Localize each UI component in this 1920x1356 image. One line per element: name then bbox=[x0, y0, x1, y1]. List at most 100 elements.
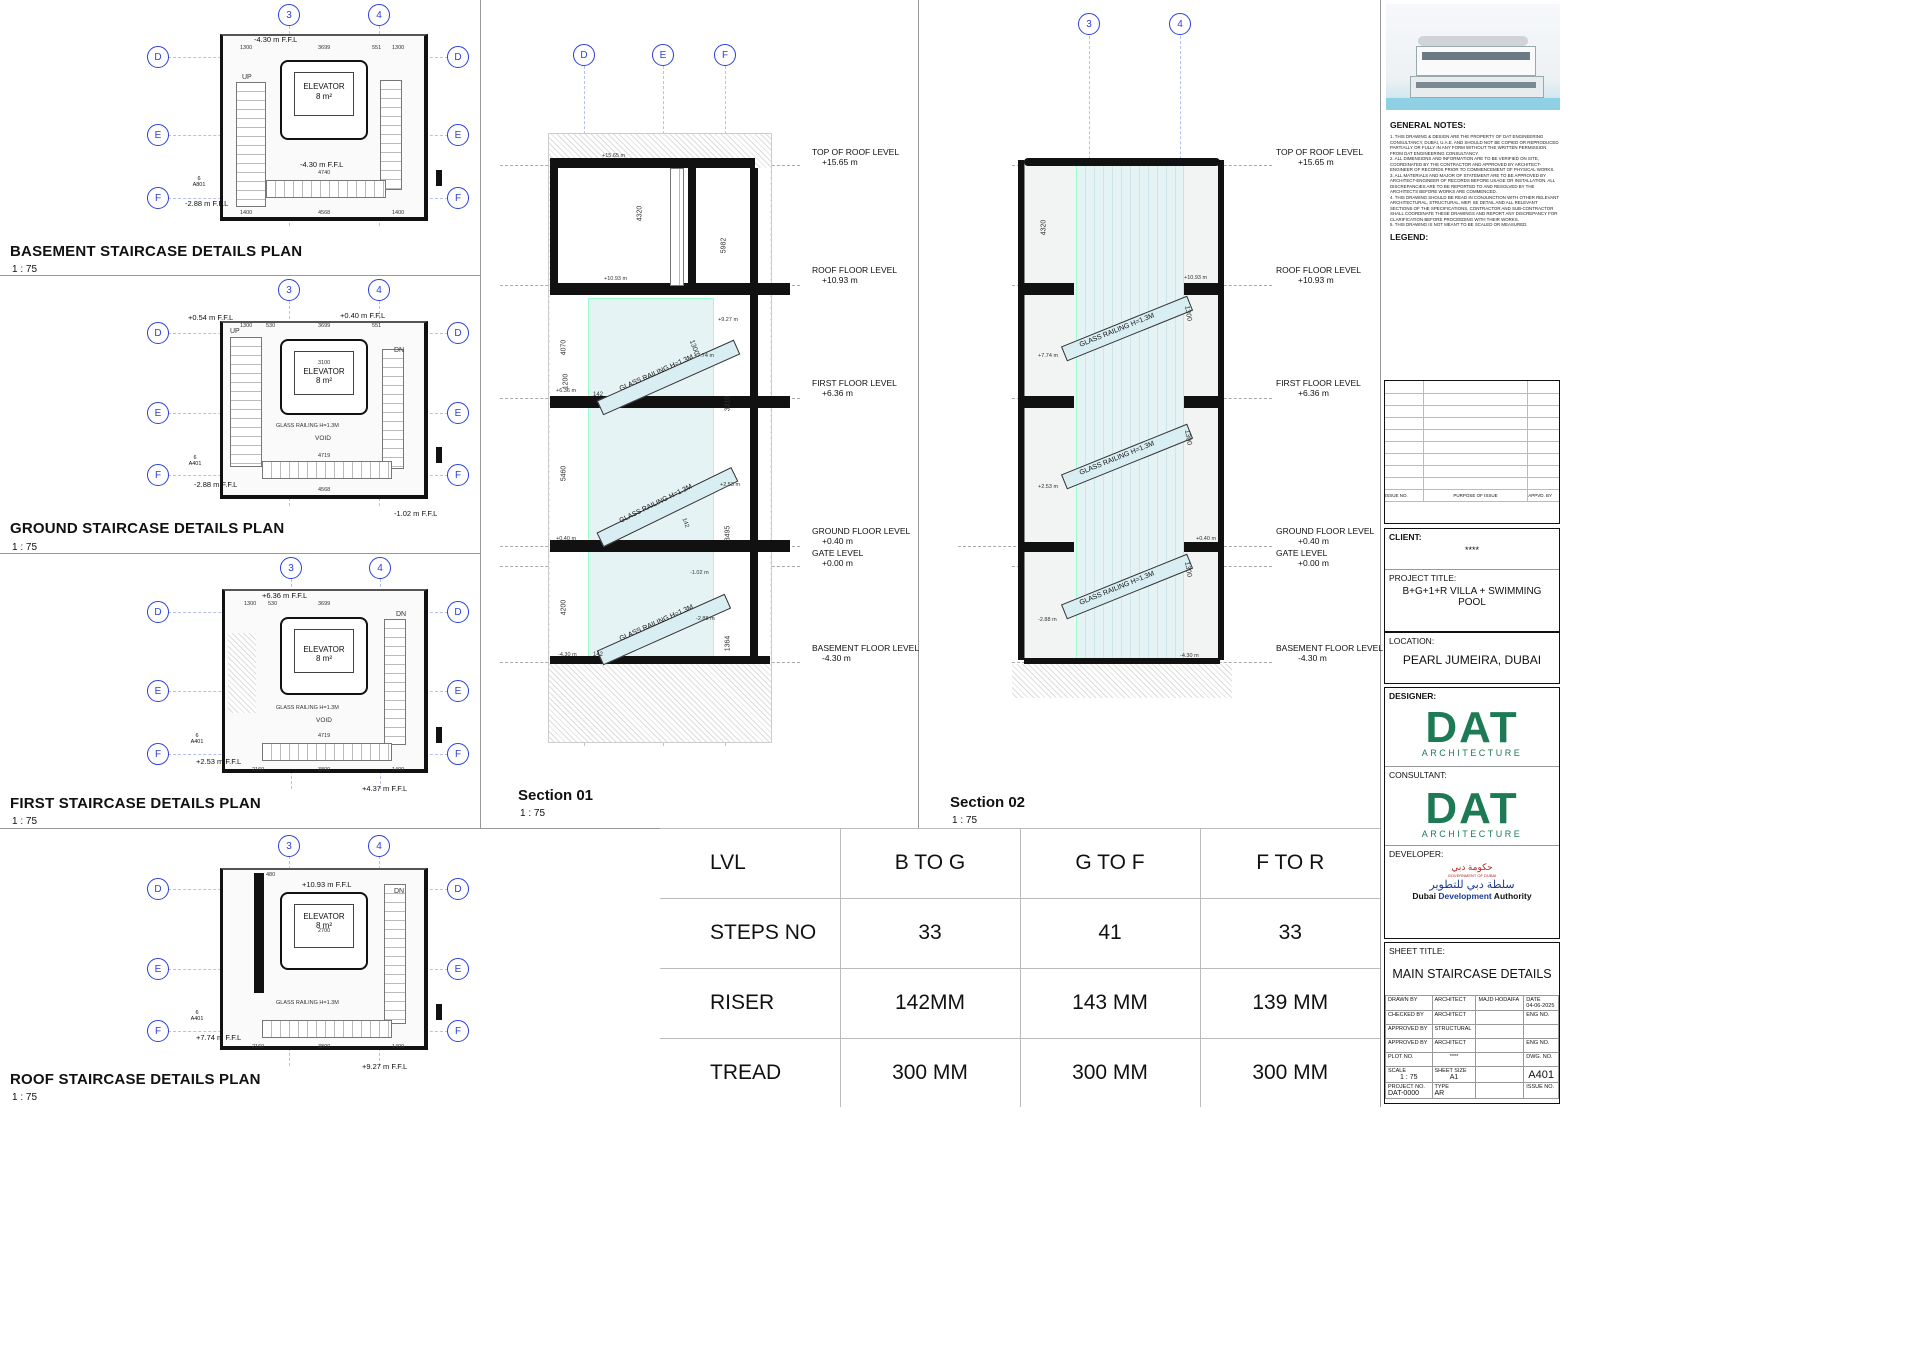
basement-slab bbox=[550, 656, 770, 664]
stair-flight bbox=[384, 619, 406, 745]
stair-flight bbox=[236, 82, 266, 207]
grid-bubble-e: E bbox=[652, 44, 674, 66]
dat-logo: DAT bbox=[1425, 703, 1519, 752]
grid-bubble-e: E bbox=[147, 680, 169, 702]
general-notes: GENERAL NOTES: 1. THIS DRAWING & DESIGN … bbox=[1390, 120, 1559, 242]
railing-label: GLASS RAILING H=1.3M bbox=[276, 705, 339, 711]
spot-level: -1.02 m bbox=[690, 570, 709, 576]
plan-title: BASEMENT STAIRCASE DETAILS PLAN bbox=[10, 243, 303, 260]
level-name: BASEMENT FLOOR LEVEL bbox=[1276, 643, 1384, 653]
dn-label: DN bbox=[396, 611, 407, 618]
drawing-number: A401 bbox=[1523, 1066, 1559, 1083]
grid-bubble-e: E bbox=[447, 124, 469, 146]
spot-level: +2.53 m bbox=[1038, 484, 1059, 490]
level-value: +10.93 m bbox=[1298, 275, 1334, 285]
level-name: GATE LEVEL bbox=[1276, 548, 1328, 558]
plan-title: GROUND STAIRCASE DETAILS PLAN bbox=[10, 520, 285, 537]
void-label: VOID bbox=[315, 435, 331, 442]
grid-bubble-f: F bbox=[447, 743, 469, 765]
frame-line bbox=[0, 553, 480, 554]
level-value: -4.30 m bbox=[1298, 653, 1327, 663]
project-title: B+G+1+R VILLA + SWIMMING POOL bbox=[1402, 586, 1542, 608]
grid-bubble-f: F bbox=[447, 464, 469, 486]
level-tag: -4.30 m F.F.L bbox=[254, 35, 298, 44]
plan-scale: 1 : 75 bbox=[12, 816, 38, 827]
grid-bubble-3: 3 bbox=[278, 835, 300, 857]
section-01-panel: D E F GLASS RAILING H=1.3M GLASS RAILING… bbox=[480, 0, 918, 828]
villa-render-image bbox=[1386, 4, 1560, 110]
plan-scale: 1 : 75 bbox=[12, 542, 38, 553]
level-value: -4.30 m bbox=[822, 653, 851, 663]
plan-title: ROOF STAIRCASE DETAILS PLAN bbox=[10, 1071, 261, 1088]
dn-label: DN bbox=[394, 888, 405, 895]
level-tag: -2.88 m F.F.L bbox=[185, 199, 229, 208]
stair-flight bbox=[262, 1020, 392, 1038]
level-value: +10.93 m bbox=[822, 275, 858, 285]
spot-level: +15.65 m bbox=[602, 153, 626, 159]
basement-plan-panel: 3 4 D E F D E F ELEVATOR 8 m² UP -4.30 m… bbox=[0, 0, 480, 275]
level-value: +0.40 m bbox=[822, 536, 853, 546]
grid-bubble-d: D bbox=[447, 322, 469, 344]
level-tag: +0.40 m F.F.L bbox=[340, 311, 386, 320]
grid-bubble-e: E bbox=[147, 958, 169, 980]
dn-label: DN bbox=[394, 347, 405, 354]
stair-flight bbox=[380, 80, 402, 190]
steps-table: LVL B TO G G TO F F TO R STEPS NO 33 41 … bbox=[660, 828, 1380, 1107]
section-scale: 1 : 75 bbox=[952, 815, 978, 826]
spot-level: +10.93 m bbox=[604, 276, 628, 282]
roof-ladder bbox=[670, 168, 684, 286]
roof-plan-panel: 3 4 D E F D E F ELEVATOR 8 m² GLASS RAIL… bbox=[0, 828, 480, 1107]
spot-level: +9.27 m bbox=[718, 317, 739, 323]
level-tag: +2.53 m F.F.L bbox=[196, 757, 242, 766]
grid-bubble-f: F bbox=[147, 1020, 169, 1042]
client-project-block: CLIENT: **** PROJECT TITLE: B+G+1+R VILL… bbox=[1384, 528, 1560, 632]
level-tag: +7.74 m F.F.L bbox=[196, 1033, 242, 1042]
plan-scale: 1 : 75 bbox=[12, 264, 38, 275]
grid-bubble-4: 4 bbox=[369, 557, 391, 579]
grid-bubble-d: D bbox=[573, 44, 595, 66]
level-tag: -2.88 m F.F.L bbox=[194, 480, 238, 489]
grid-bubble-3: 3 bbox=[278, 279, 300, 301]
level-name: GATE LEVEL bbox=[812, 548, 864, 558]
level-tag: +0.54 m F.F.L bbox=[188, 313, 234, 322]
ground-plan-panel: 3 4 D E F D E F ELEVATOR 8 m² VOID GLASS… bbox=[0, 275, 480, 553]
grid-bubble-d: D bbox=[447, 878, 469, 900]
table-row: TREAD 300 MM 300 MM 300 MM bbox=[660, 1037, 1380, 1107]
table-row: STEPS NO 33 41 33 bbox=[660, 897, 1380, 969]
spot-level: -4.30 m bbox=[1180, 653, 1199, 659]
grid-bubble-f: F bbox=[147, 464, 169, 486]
spot-level: -2.88 m bbox=[1038, 617, 1057, 623]
grid-bubble-4: 4 bbox=[368, 279, 390, 301]
spot-level: +0.40 m bbox=[1196, 536, 1217, 542]
level-value: +6.36 m bbox=[822, 388, 853, 398]
spot-level: +2.53 m bbox=[720, 482, 741, 488]
grid-bubble-e: E bbox=[147, 124, 169, 146]
grid-bubble-f: F bbox=[147, 187, 169, 209]
grid-bubble-e: E bbox=[447, 958, 469, 980]
up-label: UP bbox=[242, 74, 252, 81]
level-name: ROOF FLOOR LEVEL bbox=[812, 265, 898, 275]
grid-bubble-4: 4 bbox=[368, 835, 390, 857]
spot-level: -2.88 m bbox=[696, 616, 715, 622]
spot-level: +0.40 m bbox=[556, 536, 577, 542]
level-value: +0.00 m bbox=[1298, 558, 1329, 568]
grid-bubble-f: F bbox=[447, 187, 469, 209]
slab bbox=[550, 283, 790, 295]
sheet-info-block: SHEET TITLE: MAIN STAIRCASE DETAILS DRAW… bbox=[1384, 942, 1560, 1104]
spot-level: +7.74 m bbox=[1038, 353, 1059, 359]
level-name: TOP OF ROOF LEVEL bbox=[1276, 147, 1364, 157]
frame-line bbox=[480, 0, 481, 828]
grid-bubble-d: D bbox=[147, 878, 169, 900]
grid-bubble-d: D bbox=[147, 601, 169, 623]
grid-bubble-d: D bbox=[447, 601, 469, 623]
level-tag: +6.36 m F.F.L bbox=[262, 591, 308, 600]
section-title: Section 01 bbox=[518, 787, 594, 804]
grid-bubble-d: D bbox=[147, 46, 169, 68]
table-row: RISER 142MM 143 MM 139 MM bbox=[660, 967, 1380, 1039]
grid-bubble-d: D bbox=[147, 322, 169, 344]
grid-bubble-f: F bbox=[447, 1020, 469, 1042]
